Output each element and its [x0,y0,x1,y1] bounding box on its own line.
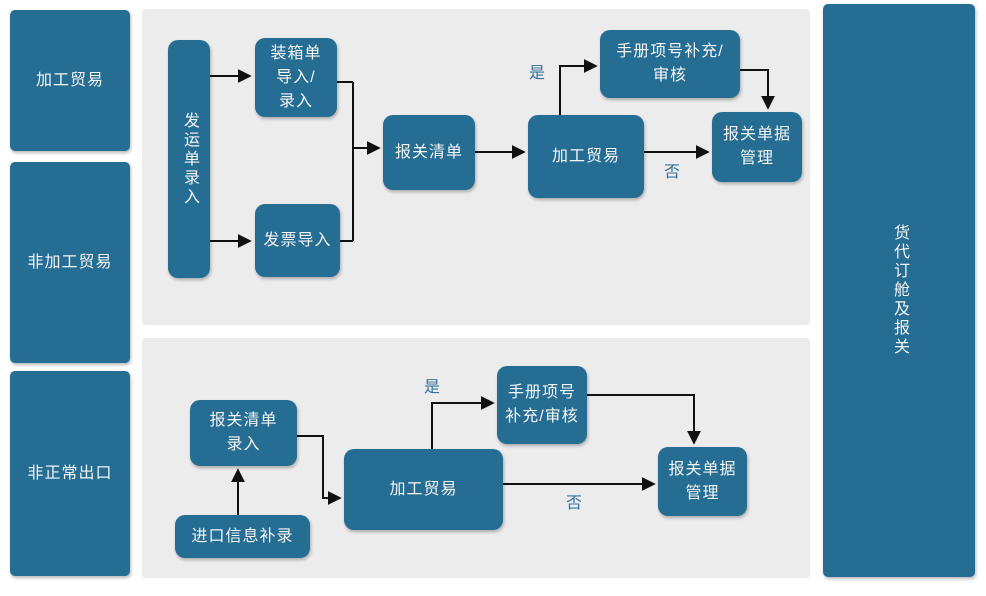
lane-non-processing-trade: 非加工贸易 [10,162,130,363]
node-declaration-document-mgmt-bottom: 报关单据 管理 [658,447,747,516]
lane-freight-booking-declaration: 货代订舱及报关 [823,4,975,577]
node-declaration-list: 报关清单 [383,115,475,190]
lane-processing-trade: 加工贸易 [10,10,130,151]
node-manual-item-supplement-review-bottom: 手册项号 补充/审核 [497,366,587,444]
connector-bottom-yes-branch [431,396,495,449]
lane-freight-booking-declaration-label: 货代订舱及报关 [891,224,908,357]
lane-processing-trade-label: 加工贸易 [35,71,104,89]
node-import-info-supplement-label: 进口信息补录 [191,527,294,545]
node-processing-trade-top-label: 加工贸易 [551,147,620,165]
top-no-label: 否 [664,164,681,181]
node-manual-item-supplement-review-bottom-label: 手册项号 补充/审核 [505,384,579,425]
node-declaration-list-entry-label: 报关清单 录入 [209,412,278,453]
node-shipping-order-entry: 发运单录入 [168,40,210,278]
connector-top-manual-to-doc-mgmt [740,69,775,110]
node-packing-list-import: 装箱单 导入/ 录入 [255,38,337,117]
node-packing-list-import-label: 装箱单 导入/ 录入 [270,44,322,110]
node-declaration-document-mgmt-top: 报关单据 管理 [712,112,802,182]
node-declaration-document-mgmt-bottom-label: 报关单据 管理 [668,460,737,502]
top-yes-label: 是 [529,65,546,82]
node-declaration-list-label: 报关清单 [394,143,463,161]
node-manual-item-supplement-review-top: 手册项号补充/ 审核 [600,30,740,98]
node-manual-item-supplement-review-top-label: 手册项号补充/ 审核 [616,43,724,84]
node-processing-trade-top: 加工贸易 [528,115,644,198]
connector-bottom-manual-to-doc-mgmt [587,394,701,445]
bottom-yes-label: 是 [424,379,441,396]
node-import-info-supplement: 进口信息补录 [175,515,310,558]
node-processing-trade-bottom: 加工贸易 [344,449,503,530]
node-declaration-document-mgmt-top-label: 报关单据 管理 [722,126,791,167]
lane-abnormal-export-label: 非正常出口 [27,464,113,482]
node-processing-trade-bottom-label: 加工贸易 [389,480,458,498]
node-shipping-order-entry-label: 发运单录入 [181,111,198,207]
node-invoice-import: 发票导入 [255,204,340,277]
connector-top-yes-branch [559,59,598,115]
node-invoice-import-label: 发票导入 [263,231,332,249]
lane-abnormal-export: 非正常出口 [10,371,130,576]
lane-non-processing-trade-label: 非加工贸易 [27,253,113,271]
node-declaration-list-entry: 报关清单 录入 [190,400,297,466]
connector-declaration-entry-to-processing-trade [297,435,342,505]
bottom-no-label: 否 [566,495,583,512]
